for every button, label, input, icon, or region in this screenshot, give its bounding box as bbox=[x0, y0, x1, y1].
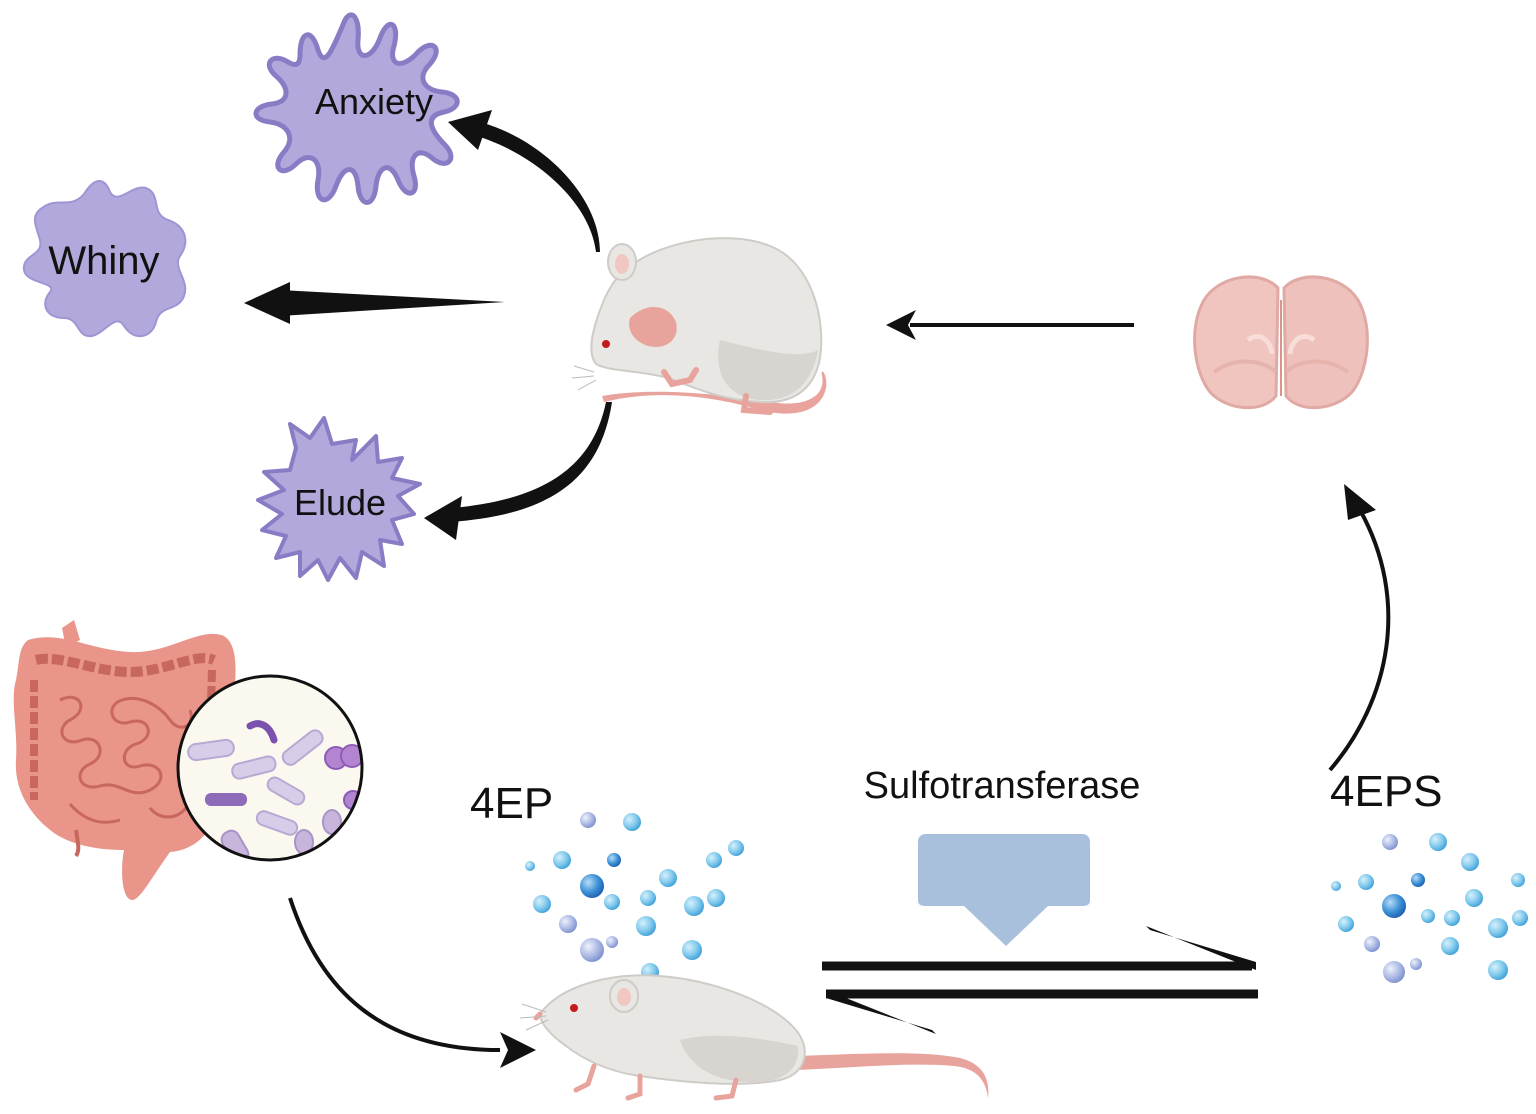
molecule-dot bbox=[1331, 881, 1341, 891]
molecule-dot bbox=[1511, 873, 1525, 887]
molecule-dot bbox=[682, 940, 702, 960]
molecule-dot bbox=[1461, 853, 1479, 871]
four-eps-label: 4EPS bbox=[1330, 767, 1443, 816]
molecule-dot bbox=[580, 938, 604, 962]
molecule-dot bbox=[659, 869, 677, 887]
molecule-dots-4ep bbox=[525, 812, 744, 981]
intestine-icon bbox=[13, 620, 236, 900]
molecule-dot bbox=[640, 890, 656, 906]
anxiety-blob: Anxiety bbox=[253, 12, 460, 205]
molecule-dot bbox=[553, 851, 571, 869]
enzyme-indicator bbox=[918, 834, 1090, 946]
molecule-dot bbox=[1488, 960, 1508, 980]
molecule-dot bbox=[1338, 916, 1354, 932]
molecule-dot bbox=[1465, 889, 1483, 907]
molecule-dot bbox=[1382, 894, 1406, 918]
elude-label: Elude bbox=[294, 482, 386, 523]
molecule-dot bbox=[623, 813, 641, 831]
brain-section-icon bbox=[1193, 275, 1369, 410]
molecule-dot bbox=[525, 861, 535, 871]
arrow-to-whiny bbox=[244, 282, 505, 324]
molecule-dot bbox=[580, 874, 604, 898]
molecule-dot bbox=[1429, 833, 1447, 851]
molecule-dot bbox=[559, 915, 577, 933]
whiny-blob: Whiny bbox=[22, 180, 187, 338]
gut-bacteria-magnifier-icon bbox=[176, 674, 364, 862]
sulfotransferase-label: Sulfotransferase bbox=[864, 765, 1141, 807]
molecule-dot bbox=[728, 840, 744, 856]
molecule-dot bbox=[707, 889, 725, 907]
molecule-dot bbox=[1364, 936, 1380, 952]
molecule-dot bbox=[606, 936, 618, 948]
arrow-gut-to-mouse bbox=[288, 897, 536, 1068]
molecule-dot bbox=[1488, 918, 1508, 938]
molecule-dot bbox=[636, 916, 656, 936]
molecule-dot bbox=[1383, 961, 1405, 983]
whiny-label: Whiny bbox=[48, 239, 159, 283]
molecule-dot bbox=[604, 894, 620, 910]
molecule-dot bbox=[1358, 874, 1374, 890]
arrow-to-elude bbox=[424, 402, 612, 540]
molecule-dots-4eps bbox=[1331, 833, 1528, 983]
equilibrium-arrows bbox=[822, 926, 1258, 1034]
molecule-dot bbox=[607, 853, 621, 867]
molecule-dot bbox=[1421, 909, 1435, 923]
grooming-mouse-icon bbox=[571, 237, 827, 415]
molecule-dot bbox=[1441, 937, 1459, 955]
molecule-dot bbox=[1512, 910, 1528, 926]
arrow-4eps-to-brain bbox=[1328, 484, 1391, 772]
molecule-dot bbox=[706, 852, 722, 868]
molecule-dot bbox=[533, 895, 551, 913]
molecule-dot bbox=[1411, 873, 1425, 887]
molecule-dot bbox=[684, 896, 704, 916]
anxiety-label: Anxiety bbox=[315, 81, 433, 122]
molecule-dot bbox=[1410, 958, 1422, 970]
molecule-dot bbox=[1382, 834, 1398, 850]
molecule-dot bbox=[1444, 910, 1460, 926]
mouse-icon bbox=[519, 974, 989, 1101]
arrow-to-anxiety bbox=[448, 110, 600, 252]
four-ep-label: 4EP bbox=[470, 779, 553, 828]
arrow-brain-to-mouse bbox=[886, 310, 1134, 340]
elude-blob: Elude bbox=[256, 416, 422, 582]
molecule-dot bbox=[580, 812, 596, 828]
